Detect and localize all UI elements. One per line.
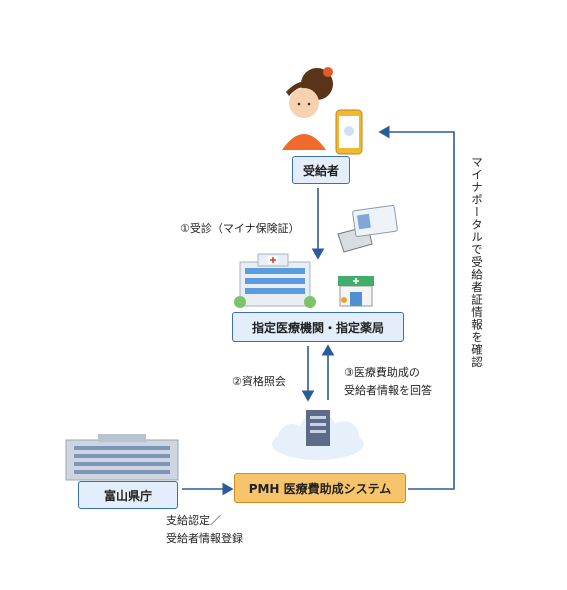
institution-node: 指定医療機関・指定薬局 bbox=[232, 312, 404, 342]
smartphone-icon bbox=[335, 109, 363, 155]
reply-label-line1: ③医療費助成の bbox=[344, 366, 420, 379]
pmh-system-node: PMH 医療費助成システム bbox=[234, 473, 406, 503]
register-label-line2: 受給者情報登録 bbox=[166, 532, 243, 545]
eligibility-query-label: ②資格照会 bbox=[232, 375, 286, 388]
prefecture-label: 富山県庁 bbox=[103, 488, 152, 503]
recipient-label: 受給者 bbox=[302, 163, 339, 178]
government-building-icon bbox=[65, 434, 179, 481]
institution-label: 指定医療機関・指定薬局 bbox=[251, 320, 384, 335]
reply-label-line2: 受給者情報を回答 bbox=[344, 384, 432, 397]
prefecture-node: 富山県庁 bbox=[78, 481, 178, 509]
arrow-portal-loop bbox=[378, 125, 455, 490]
server-icon bbox=[306, 410, 330, 446]
recipient-node: 受給者 bbox=[292, 156, 350, 184]
register-label-line1: 支給認定／ bbox=[166, 514, 221, 527]
person-icon bbox=[282, 67, 333, 150]
hospital-icon bbox=[234, 253, 316, 308]
portal-check-label: マイナポータルで受給者証情報を確認 bbox=[470, 156, 484, 369]
visit-label: ①受診（マイナ保険証） bbox=[180, 222, 300, 235]
card-reader-icon bbox=[337, 204, 398, 253]
pmh-system-label: PMH 医療費助成システム bbox=[248, 481, 392, 496]
pharmacy-icon bbox=[338, 276, 374, 307]
